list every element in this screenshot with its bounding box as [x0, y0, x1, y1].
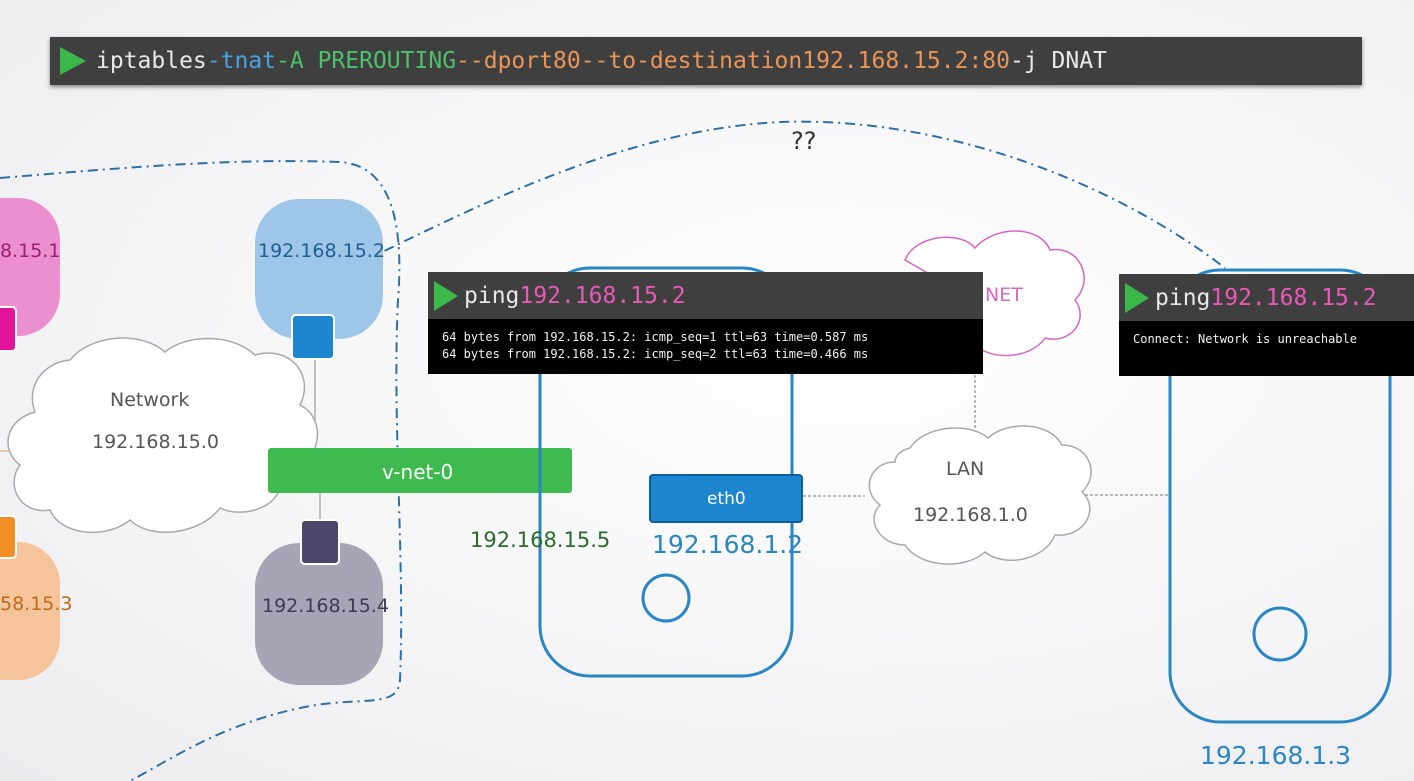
terminal-target: 192.168.15.2 — [1210, 284, 1377, 311]
cmd-chain: -A PREROUTING — [276, 48, 457, 74]
terminal-output-line: 64 bytes from 192.168.15.2: icmp_seq=2 t… — [442, 347, 869, 361]
host2-ip: 192.168.1.3 — [1200, 741, 1352, 770]
iptables-command-bar: iptables -t nat -A PREROUTING --dport 80… — [50, 37, 1362, 85]
network-cloud-subnet: 192.168.15.0 — [92, 431, 219, 453]
cmd-dest-flag: --to-destination — [580, 48, 803, 74]
internet-cloud — [904, 230, 1085, 357]
blue-namespace-ip: 192.168.15.2 — [258, 240, 385, 262]
pink-namespace-ip: 8.15.1 — [0, 240, 61, 262]
terminal-target: 192.168.15.2 — [519, 282, 686, 309]
pink-namespace — [0, 198, 60, 336]
cmd-table: nat — [234, 48, 277, 74]
play-icon — [1125, 282, 1149, 313]
namespace-boundary — [0, 160, 403, 781]
internet-cloud-label: NET — [985, 284, 1023, 306]
cmd-flag-t: -t — [206, 48, 235, 74]
host2-circle — [1252, 606, 1308, 662]
host2-box — [1168, 268, 1392, 724]
lan-cloud-title: LAN — [946, 458, 985, 480]
host1-circle — [641, 573, 691, 623]
terminal-output: Connect: Network is unreachable — [1119, 321, 1414, 348]
cmd-dest: 192.168.15.2:80 — [802, 48, 1010, 74]
terminal-cmd: ping — [1155, 284, 1211, 311]
gray-veth — [300, 519, 340, 565]
unknown-route-label: ?? — [791, 127, 817, 155]
gray-namespace-ip: 192.168.15.4 — [262, 595, 389, 617]
terminal-header: ping 192.168.15.2 — [1119, 274, 1414, 321]
unknown-route-path — [344, 120, 1226, 271]
pink-veth — [0, 306, 17, 352]
orange-namespace-ip: 58.15.3 — [0, 593, 73, 615]
terminal-ping-success: ping 192.168.15.2 64 bytes from 192.168.… — [428, 272, 983, 374]
lan-cloud-subnet: 192.168.1.0 — [913, 504, 1028, 526]
network-cloud — [7, 337, 319, 533]
host1-box — [538, 266, 794, 678]
terminal-output-line: 64 bytes from 192.168.15.2: icmp_seq=1 t… — [442, 330, 869, 344]
blue-namespace — [255, 199, 383, 339]
play-icon — [60, 47, 86, 75]
bridge-v-net-0 — [268, 448, 572, 493]
cmd-jump: -j DNAT — [1009, 48, 1107, 74]
orange-veth — [0, 515, 17, 559]
terminal-ping-failure: ping 192.168.15.2 Connect: Network is un… — [1119, 274, 1414, 376]
terminal-output-line: Connect: Network is unreachable — [1133, 332, 1357, 346]
play-icon — [434, 280, 458, 311]
terminal-cmd: ping — [464, 282, 520, 309]
terminal-header: ping 192.168.15.2 — [428, 272, 983, 319]
eth0-interface — [649, 474, 803, 523]
orange-namespace — [0, 542, 60, 680]
bridge-label: v-net-0 — [382, 460, 454, 484]
terminal-output: 64 bytes from 192.168.15.2: icmp_seq=1 t… — [428, 319, 983, 363]
host1-ip: 192.168.1.2 — [652, 530, 804, 559]
network-cloud-title: Network — [110, 389, 190, 411]
eth0-label: eth0 — [707, 489, 746, 509]
bridge-ip: 192.168.15.5 — [470, 528, 611, 552]
cmd-prefix: iptables — [96, 48, 207, 74]
cmd-dport: 80 — [552, 48, 581, 74]
blue-veth — [291, 314, 335, 360]
lan-cloud — [868, 425, 1092, 565]
cmd-dport-flag: --dport — [456, 48, 553, 74]
gray-namespace — [255, 543, 383, 685]
